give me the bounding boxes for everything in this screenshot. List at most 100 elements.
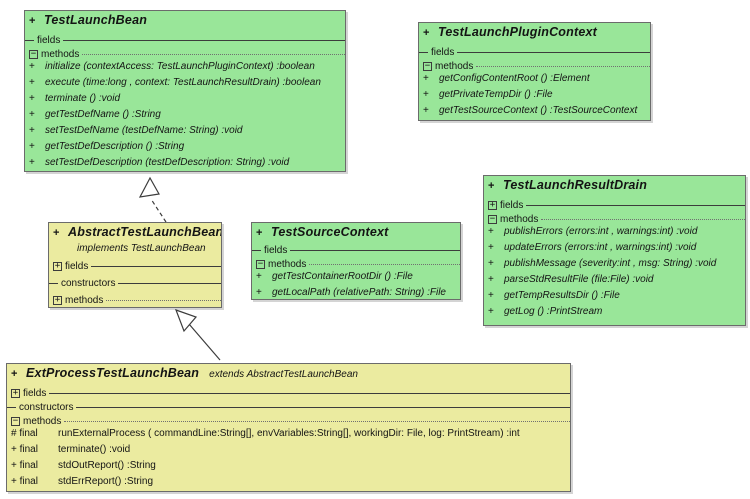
section-label: fields: [23, 387, 47, 399]
method-row[interactable]: +getTestDefDescription () :String: [29, 141, 341, 157]
class-test-launch-result-drain[interactable]: + TestLaunchResultDrain + fields − metho…: [483, 175, 746, 326]
method-signature: updateErrors (errors:int , warnings:int)…: [504, 242, 697, 253]
class-test-source-context[interactable]: + TestSourceContext fields − methods +ge…: [251, 222, 461, 300]
method-row[interactable]: + setTestDefName (testDefName: String) :v…: [29, 125, 341, 141]
visibility-marker: +: [423, 105, 429, 116]
visibility-marker: +: [423, 89, 429, 100]
method-signature: setTestDefName (testDefName: String) :vo…: [45, 125, 243, 136]
method-signature: execute (time:long , context: TestLaunch…: [45, 77, 321, 88]
generalization-arrow: [174, 309, 221, 361]
visibility-marker: +: [29, 61, 35, 72]
section-rule: [63, 39, 345, 41]
section-rule: [476, 65, 650, 67]
method-signature: getLog () :PrintStream: [504, 306, 603, 317]
method-row[interactable]: +getConfigContentRoot () :Element: [423, 73, 646, 89]
section-fields: fields: [25, 33, 345, 47]
class-name: AbstractTestLaunchBean: [68, 225, 222, 239]
method-signature: publishErrors (errors:int , warnings:int…: [504, 226, 698, 237]
section-methods: − methods: [488, 212, 745, 226]
class-test-launch-bean[interactable]: + TestLaunchBean fields − methods + initi…: [24, 10, 346, 172]
expand-icon[interactable]: +: [11, 387, 20, 398]
method-row[interactable]: + getLog () :PrintStream: [488, 306, 741, 322]
section-fields: + fields: [53, 258, 221, 275]
method-row[interactable]: + getTestDefName () :String: [29, 109, 341, 125]
method-row[interactable]: +updateErrors (errors:int , warnings:int…: [488, 242, 741, 258]
class-abstract-test-launch-bean[interactable]: + AbstractTestLaunchBean implements Test…: [48, 222, 222, 308]
visibility-marker: +: [256, 227, 263, 239]
section-dash-icon: [7, 406, 16, 408]
visibility-marker: +: [488, 306, 494, 317]
visibility-marker: +: [11, 368, 18, 380]
visibility-marker: +: [53, 227, 60, 239]
method-signature: terminate () :void: [45, 93, 121, 104]
section-fields: fields: [419, 45, 650, 59]
class-name: TestSourceContext: [271, 225, 389, 239]
collapse-icon[interactable]: −: [256, 258, 265, 269]
method-row[interactable]: +getTempResultsDir () :File: [488, 290, 741, 306]
section-label: fields: [500, 199, 524, 211]
expand-icon[interactable]: +: [53, 295, 62, 305]
realization-arrow: [138, 176, 167, 223]
method-signature: stdOutReport() :String: [58, 460, 156, 471]
method-row[interactable]: +parseStdResultFile (file:File) :void: [488, 274, 741, 290]
visibility-marker: + final: [11, 476, 38, 487]
visibility-marker: +: [488, 290, 494, 301]
visibility-marker: +: [423, 73, 429, 84]
method-row[interactable]: + terminate () :void: [29, 93, 341, 109]
method-row[interactable]: + getTestSourceContext () :TestSourceCont…: [423, 105, 646, 120]
method-signature: setTestDefDescription (testDefDescriptio…: [45, 157, 290, 168]
method-signature: getLocalPath (relativePath: String) :Fil…: [272, 287, 446, 298]
method-signature: runExternalProcess ( commandLine:String[…: [58, 428, 520, 439]
section-fields: fields: [252, 243, 460, 257]
visibility-marker: +: [29, 93, 35, 104]
section-label: methods: [435, 60, 474, 72]
method-row[interactable]: +publishErrors (errors:int , warnings:in…: [488, 226, 741, 242]
section-label: methods: [500, 213, 539, 225]
expand-icon[interactable]: +: [488, 199, 497, 210]
collapse-icon[interactable]: −: [29, 48, 38, 59]
method-row[interactable]: +execute (time:long , context: TestLaunc…: [29, 77, 341, 93]
class-title: + TestLaunchBean: [29, 13, 341, 33]
section-dash-icon: [419, 51, 428, 53]
collapse-icon[interactable]: −: [11, 415, 20, 426]
section-rule: [457, 51, 650, 53]
collapse-icon[interactable]: −: [488, 213, 497, 224]
section-methods: − methods: [11, 414, 570, 428]
section-methods: − methods: [423, 59, 650, 73]
method-row[interactable]: + getPrivateTempDir () :File: [423, 89, 646, 105]
section-label: methods: [41, 48, 80, 60]
method-signature: getTestSourceContext () :TestSourceConte…: [439, 105, 638, 116]
section-label: constructors: [61, 278, 116, 289]
method-row[interactable]: + initialize (contextAccess: TestLaunchPl…: [29, 61, 341, 77]
section-methods: + methods: [53, 292, 221, 307]
visibility-marker: +: [29, 15, 36, 27]
collapse-icon[interactable]: −: [423, 60, 432, 71]
section-constructors: constructors: [7, 400, 570, 414]
method-signature: getTestDefName () :String: [45, 109, 161, 120]
visibility-marker: +: [29, 125, 35, 136]
section-constructors: constructors: [49, 275, 221, 292]
section-label: fields: [65, 261, 89, 272]
class-ext-process-test-launch-bean[interactable]: + ExtProcessTestLaunchBean extends Abstr…: [6, 363, 571, 492]
section-rule: [64, 420, 570, 422]
class-test-launch-plugin-context[interactable]: + TestLaunchPluginContext fields − metho…: [418, 22, 651, 121]
method-row[interactable]: +setTestDefDescription (testDefDescripti…: [29, 157, 341, 171]
method-row[interactable]: +publishMessage (severity:int , msg: Str…: [488, 258, 741, 274]
expand-icon[interactable]: +: [53, 261, 62, 271]
visibility-marker: +: [488, 258, 494, 269]
visibility-marker: +: [29, 109, 35, 120]
visibility-marker: +: [256, 287, 262, 298]
class-title: + TestLaunchResultDrain: [488, 178, 741, 198]
method-signature: getPrivateTempDir () :File: [439, 89, 553, 100]
method-row[interactable]: +getTestContainerRootDir () :File: [256, 271, 456, 287]
section-dash-icon: [49, 283, 58, 284]
method-signature: parseStdResultFile (file:File) :void: [504, 274, 654, 285]
section-rule: [91, 266, 221, 267]
section-rule: [526, 204, 745, 206]
method-signature: initialize (contextAccess: TestLaunchPlu…: [45, 61, 315, 72]
method-row[interactable]: + getLocalPath (relativePath: String) :Fi…: [256, 287, 456, 299]
